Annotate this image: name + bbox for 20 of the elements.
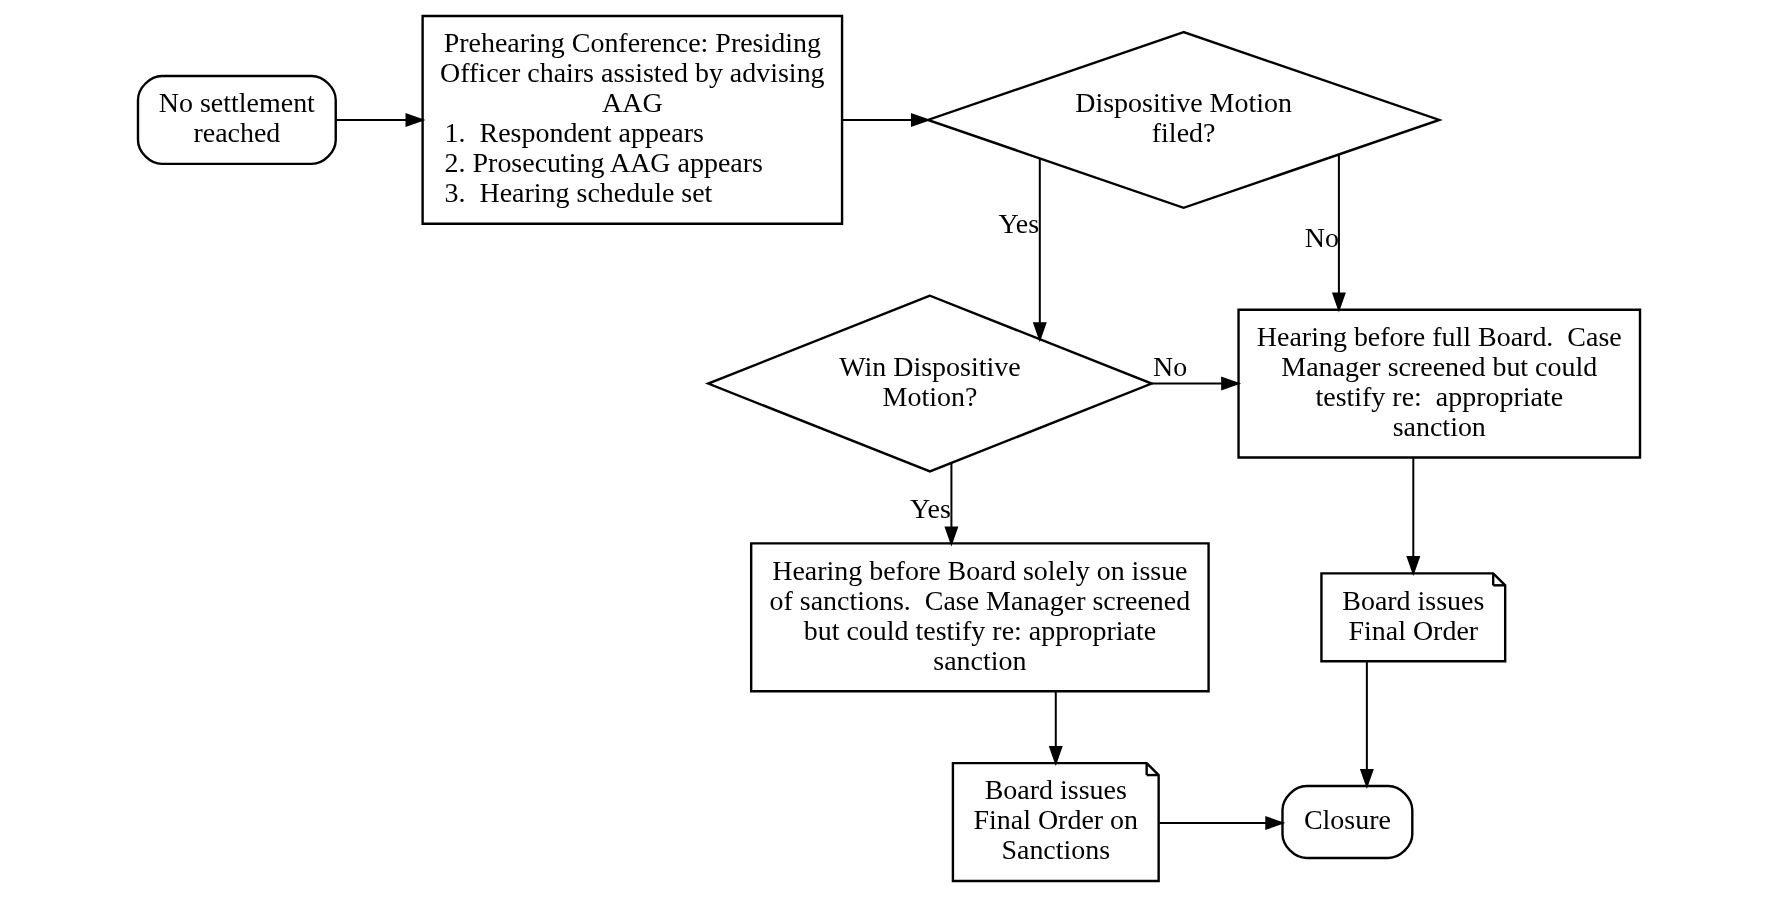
arrow [1359, 660, 1374, 789]
arrow [1048, 690, 1063, 766]
arrow [1157, 816, 1285, 830]
node-box: Prehearing Conference: Presiding Officer chairs assisted by advising AAG 1. Respondent appears 2. Prosecuting AAG appears 3. Hearing schedule set [420, 14, 843, 225]
arrow [1032, 157, 1047, 343]
node-box: Hearing before full Board. Case Manager screened but could testify re: appropriate sanction [1236, 308, 1641, 459]
node-diamond: Win Dispositive Motion? [704, 294, 1155, 473]
arrow [1405, 456, 1420, 577]
node-box: Hearing before Board solely on issue of sanctions. Case Manager screened but could testify re: appropriate sanction [749, 542, 1210, 693]
edge-label: No [1152, 351, 1187, 382]
arrow [334, 112, 425, 127]
arrow [943, 462, 958, 547]
arrow [840, 112, 931, 127]
node-box: No settlement reached [136, 74, 337, 166]
edge-label: Yes [997, 208, 1039, 240]
edge-label: Yes [909, 492, 951, 524]
arrow [1331, 153, 1346, 313]
arrow [1150, 376, 1241, 391]
edge-label: No [1304, 221, 1339, 253]
node-box: Closure [1280, 784, 1413, 860]
